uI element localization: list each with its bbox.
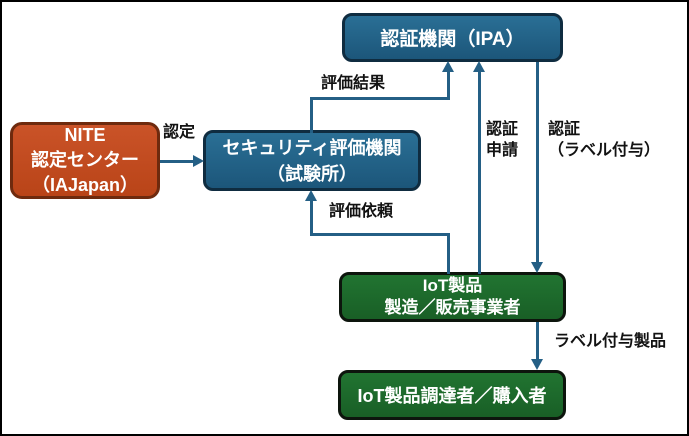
nite-box-line3: （IAJapan） [31, 175, 139, 195]
nite-box-line1: NITE [64, 125, 106, 145]
maker-box-line1: IoT製品 [422, 276, 483, 295]
evaluation-result-label: 評価結果 [321, 75, 386, 92]
maker-box-line2: 製造／販売事業者 [384, 298, 521, 317]
certification-application-label: 認証 申請 [486, 119, 518, 161]
certification-application-arrowhead-icon [473, 61, 485, 72]
certification-label-grant-label-line1: 認証 [548, 121, 581, 138]
evaluation-request-line-v2 [310, 200, 313, 236]
accreditation-arrowhead-icon [193, 155, 204, 167]
accreditation-arrow-label: 認定 [163, 124, 196, 141]
evaluation-result-line-v2 [447, 71, 450, 100]
evaluation-result-arrowhead-icon [442, 61, 454, 72]
evaluation-request-line-h [310, 233, 450, 236]
nite-box-line2: 認定センター [31, 150, 139, 170]
labeled-product-label: ラベル付与製品 [554, 333, 667, 350]
evaluation-result-line-v1 [310, 97, 313, 133]
evaluation-box-line1: セキュリティ評価機関 [222, 137, 402, 158]
evaluation-box-line2: （試験所） [267, 163, 357, 184]
certification-application-label-line1: 認証 [486, 121, 519, 138]
certification-application-label-line2: 申請 [486, 142, 519, 159]
certification-label-grant-label-line2: （ラベル付与） [548, 142, 661, 159]
certification-body-ipa-label: 認証機関（IPA） [380, 29, 525, 50]
nite-accreditation-center-box: NITE 認定センター （IAJapan） [10, 122, 160, 199]
certification-application-line [478, 71, 481, 274]
certification-label-grant-label: 認証 （ラベル付与） [548, 119, 660, 161]
evaluation-request-line-v1 [447, 233, 450, 274]
iot-product-maker-seller-box: IoT製品 製造／販売事業者 [339, 272, 566, 322]
evaluation-result-line-h [310, 97, 450, 100]
accreditation-arrow-line [160, 160, 194, 163]
labeled-product-line [536, 322, 539, 360]
evaluation-request-arrowhead-icon [305, 190, 317, 201]
buyer-box-label: IoT製品調達者／購入者 [357, 386, 547, 406]
certification-body-ipa-box: 認証機関（IPA） [342, 13, 563, 62]
certification-label-grant-line [536, 62, 539, 263]
labeled-product-arrowhead-icon [531, 359, 543, 370]
certification-label-grant-arrowhead-icon [531, 262, 543, 273]
security-evaluation-body-box: セキュリティ評価機関 （試験所） [203, 130, 421, 191]
evaluation-request-label: 評価依頼 [329, 203, 394, 220]
iot-product-buyer-box: IoT製品調達者／購入者 [338, 370, 566, 420]
